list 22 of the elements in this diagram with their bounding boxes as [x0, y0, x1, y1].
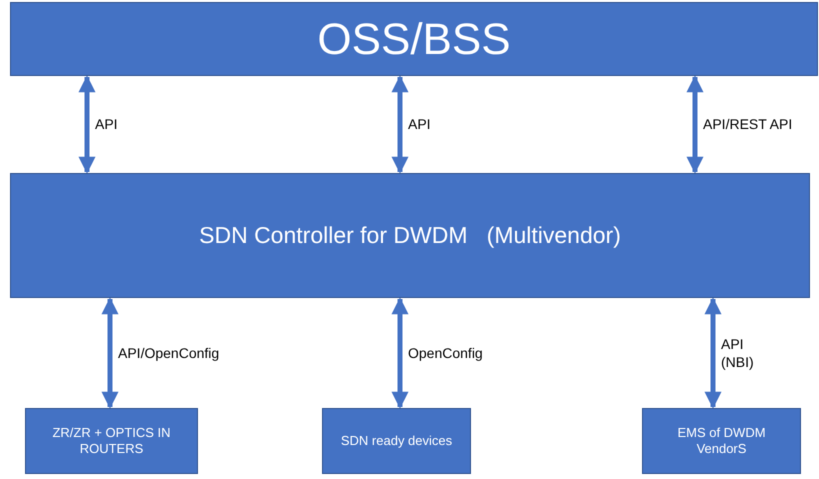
process-box — [25, 408, 198, 474]
box-label: SDN Controller for DWDM (Multivendor) — [199, 221, 621, 250]
edge-label: API/OpenConfig — [118, 344, 220, 362]
process-box — [10, 2, 818, 76]
process-box — [642, 408, 801, 474]
double-arrow — [686, 75, 704, 174]
box-label: ZR/ZR + OPTICS IN ROUTERS — [51, 424, 172, 458]
edge-label: API/REST API — [703, 115, 792, 134]
double-arrow — [102, 297, 118, 409]
box-label: SDN ready devices — [340, 432, 452, 450]
process-box — [10, 173, 810, 298]
box-label: OSS/BSS — [317, 14, 511, 66]
process-box — [322, 408, 471, 474]
box-label: EMS of DWDM VendorS — [676, 424, 767, 458]
double-arrow — [78, 75, 96, 174]
double-arrow — [392, 297, 408, 409]
double-arrow — [704, 297, 722, 409]
edge-label: API — [95, 115, 118, 134]
double-arrow — [392, 75, 408, 174]
edge-label: OpenConfig — [408, 344, 483, 362]
edge-label: API — [408, 115, 431, 134]
edge-label: API (NBI) — [721, 334, 755, 372]
